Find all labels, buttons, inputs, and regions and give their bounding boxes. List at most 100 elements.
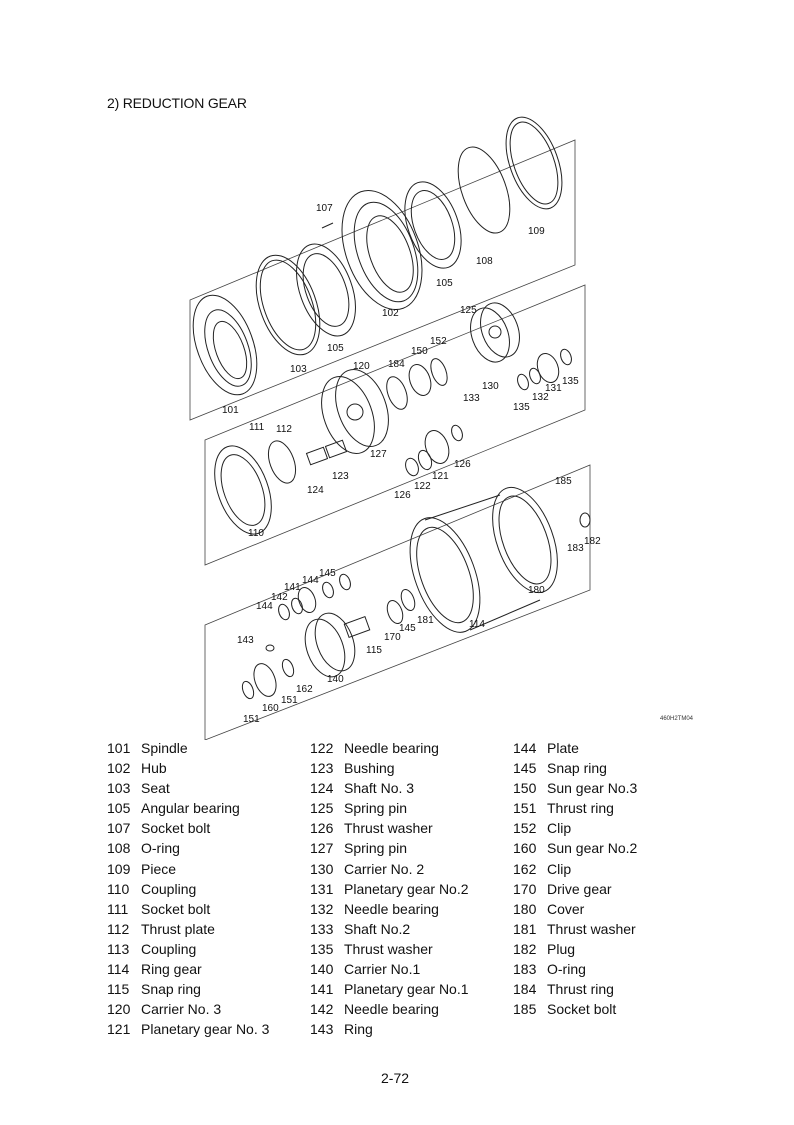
part-number: 130 <box>310 860 334 877</box>
carrier-3-part <box>321 369 389 454</box>
label-142: 142 <box>271 592 288 603</box>
part-number: 162 <box>513 860 537 877</box>
label-150: 150 <box>411 346 428 357</box>
piece-part <box>505 116 563 210</box>
part-number: 108 <box>107 840 131 857</box>
part-number: 160 <box>513 840 537 857</box>
clip-152 <box>430 358 448 386</box>
part-name: Planetary gear No.1 <box>344 981 469 998</box>
part-number: 115 <box>107 981 130 998</box>
part-number: 142 <box>310 1001 334 1018</box>
label-111: 111 <box>249 422 265 433</box>
label-160: 160 <box>262 703 279 714</box>
part-number: 150 <box>513 780 537 797</box>
label-103: 103 <box>290 364 307 375</box>
part-number: 127 <box>310 840 334 857</box>
part-row: 180 Cover <box>513 899 637 919</box>
angular-bearing-part-2 <box>404 181 462 269</box>
part-number: 101 <box>107 740 131 756</box>
part-number: 120 <box>107 1001 131 1018</box>
part-name: Snap ring <box>547 760 607 777</box>
coupling-part-110 <box>214 445 272 535</box>
cover-part <box>492 486 558 594</box>
label-184: 184 <box>388 359 405 370</box>
label-110: 110 <box>248 528 264 539</box>
label-162: 162 <box>296 684 313 695</box>
part-number: 180 <box>513 900 537 917</box>
part-number: 144 <box>513 740 537 756</box>
part-number: 141 <box>310 981 334 998</box>
part-name: Thrust washer <box>547 920 636 937</box>
part-number: 109 <box>107 860 131 877</box>
label-130: 130 <box>482 381 499 392</box>
label-121: 121 <box>432 471 449 482</box>
label-105: 105 <box>327 343 344 354</box>
part-name: Clip <box>547 860 572 877</box>
part-number: 113 <box>107 940 130 957</box>
part-name: Plate <box>547 740 579 756</box>
label-151: 151 <box>281 695 298 706</box>
label-145: 145 <box>319 568 336 579</box>
label-126: 126 <box>394 490 411 501</box>
label-144: 144 <box>302 575 319 586</box>
carrier-2-part <box>470 302 520 363</box>
part-row: 101 Spindle <box>107 738 269 758</box>
label-141: 141 <box>284 582 301 593</box>
part-name: Thrust ring <box>547 981 614 998</box>
label-102: 102 <box>382 308 399 319</box>
part-name: Spring pin <box>344 840 408 857</box>
part-name: Spring pin <box>344 800 408 817</box>
part-row: 144 Plate <box>513 738 637 758</box>
part-name: Spindle <box>141 740 188 756</box>
label-112: 112 <box>276 424 292 435</box>
part-number: 124 <box>310 780 334 797</box>
part-number: 185 <box>513 1001 537 1018</box>
part-number: 114 <box>107 961 130 978</box>
label-114: 114 <box>469 619 485 630</box>
label-144: 144 <box>256 601 273 612</box>
part-number: 126 <box>310 820 334 837</box>
label-109: 109 <box>528 226 545 237</box>
part-name: Seat <box>141 780 170 797</box>
part-name: Needle bearing <box>344 900 439 917</box>
part-number: 131 <box>310 880 334 897</box>
label-183: 183 <box>567 543 584 554</box>
label-132: 132 <box>532 392 549 403</box>
part-number: 132 <box>310 900 334 917</box>
diagram-labels: 107 109 108 105 102 105 103 101 125 152 … <box>222 203 601 725</box>
part-name: Cover <box>547 900 585 917</box>
section-title: 2) REDUCTION GEAR <box>107 95 247 111</box>
part-name: O-ring <box>547 961 586 978</box>
part-number: 151 <box>513 800 537 817</box>
part-number: 135 <box>310 940 334 957</box>
part-name: Angular bearing <box>141 800 240 817</box>
label-123: 123 <box>332 471 349 482</box>
ring-gear-part <box>409 494 541 633</box>
label-151: 151 <box>243 714 260 725</box>
label-126: 126 <box>454 459 471 470</box>
part-name: Socket bolt <box>141 900 211 917</box>
label-127: 127 <box>370 449 387 460</box>
part-name: Clip <box>547 820 572 837</box>
part-number: 170 <box>513 880 537 897</box>
part-number: 140 <box>310 961 334 978</box>
label-145: 145 <box>399 623 416 634</box>
